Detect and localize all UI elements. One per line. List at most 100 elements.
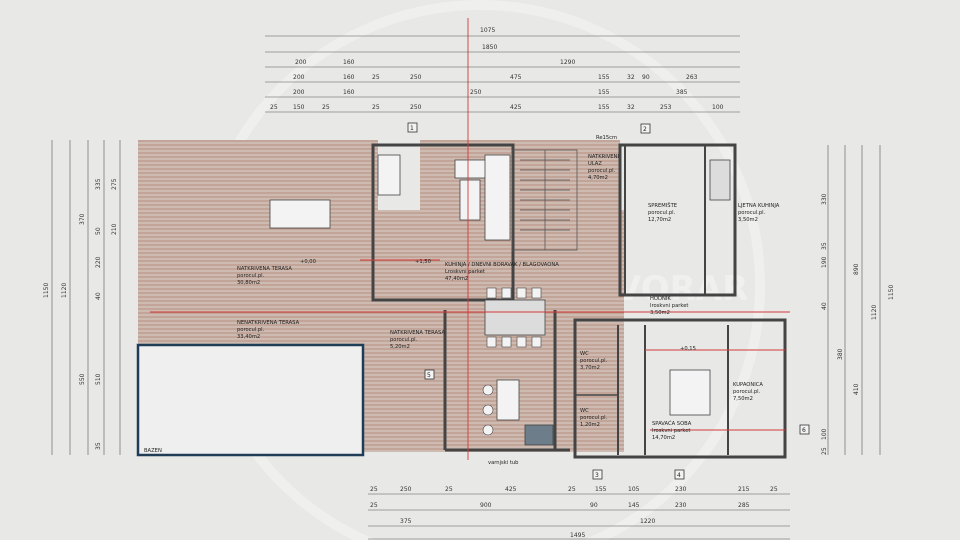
marker-3-box [592, 469, 603, 480]
dim-right-4: 1120 [871, 305, 878, 320]
kitchen-furniture [269, 154, 731, 446]
dim-right-6: 35 [821, 242, 828, 250]
top-dimension-lines [265, 35, 740, 113]
marker-2-box [640, 123, 651, 134]
dim-top-4a: 200 [293, 74, 305, 81]
terrace-covered-area: 30,80m2 [237, 280, 260, 286]
summer-kitchen-area: 3,50m2 [738, 217, 758, 223]
terrace-small-floor: porocul.pl. [390, 337, 418, 343]
kitchen-living-area: 47,40m2 [445, 276, 468, 282]
dim-top-6f: 425 [510, 104, 522, 111]
dim-bot-2c: 90 [590, 502, 598, 509]
marker-5-label: 5 [427, 372, 431, 379]
dim-right-9: 410 [853, 383, 860, 395]
marker-3-label: 3 [595, 472, 599, 479]
dim-left-2: 1120 [61, 283, 68, 298]
marker-1-box [407, 122, 418, 133]
dim-bot-2f: 285 [738, 502, 750, 509]
deck-hatch-north [420, 140, 620, 210]
section-markers [407, 122, 810, 480]
level-note-b: +1,50 [415, 259, 431, 265]
dim-bot-1c: 25 [445, 486, 453, 493]
wc2-area: 1,20m2 [580, 422, 600, 428]
entrance-area: 4,70m2 [588, 175, 608, 181]
dim-left-4: 335 [95, 178, 102, 190]
entry-note: varnjski tub [488, 460, 519, 466]
dim-top-4b: 160 [343, 74, 355, 81]
dim-top-4d: 250 [410, 74, 422, 81]
dim-left-3: 370 [79, 213, 86, 225]
entrance-name-1: NATKRIVENI [588, 154, 619, 160]
dim-left-5: 275 [111, 178, 118, 190]
marker-4-box [674, 469, 685, 480]
dim-left-7: 210 [111, 223, 118, 235]
red-reference-lines [150, 18, 790, 460]
dim-right-8: 380 [837, 348, 844, 360]
dim-bot-4a: 1495 [570, 532, 585, 539]
dim-right-10: 100 [821, 428, 828, 440]
dim-bot-1e: 25 [568, 486, 576, 493]
dim-top-1: 1075 [480, 27, 495, 34]
wc1-area: 3,70m2 [580, 365, 600, 371]
dim-bot-2d: 145 [628, 502, 640, 509]
terrace-covered-name: NATKRIVENA TERASA [237, 266, 292, 272]
dim-top-6a: 25 [270, 104, 278, 111]
dim-bot-2e: 230 [675, 502, 687, 509]
wc1-floor: porocul.pl. [580, 358, 608, 364]
dim-bot-1a: 25 [370, 486, 378, 493]
hall-area: 3,50m2 [650, 310, 670, 316]
entrance-floor: porocul.pl. [588, 168, 616, 174]
dim-bot-3b: 1220 [640, 518, 655, 525]
dim-top-5d: 155 [598, 89, 610, 96]
terrace-open-floor: porocul.pl. [237, 327, 265, 333]
hall-floor: lroskvni parket [650, 303, 688, 309]
roof-edge-note: Re15cm [596, 135, 617, 141]
dim-right-5: 190 [821, 256, 828, 268]
dim-top-4e: 475 [510, 74, 522, 81]
pool-label: BAZEN [144, 448, 162, 454]
dim-top-5c: 250 [470, 89, 482, 96]
pool-outline [136, 343, 365, 457]
dim-bot-3a: 375 [400, 518, 412, 525]
dim-left-9: 40 [95, 292, 102, 300]
dim-bot-1j: 25 [770, 486, 778, 493]
dim-left-6: 50 [95, 227, 102, 235]
bedroom-floor: lroskvni parket [652, 428, 690, 434]
dim-top-6c: 25 [322, 104, 330, 111]
marker-2-label: 2 [643, 126, 647, 133]
wc2-floor: porocul.pl. [580, 415, 608, 421]
dim-left-11: 550 [79, 373, 86, 385]
dim-bot-2b: 900 [480, 502, 492, 509]
dim-left-12: 35 [95, 442, 102, 450]
dim-top-6e: 250 [410, 104, 422, 111]
marker-6-label: 6 [802, 427, 806, 434]
dim-top-3a: 200 [295, 59, 307, 66]
marker-4-label: 4 [677, 472, 681, 479]
terrace-open-area: 33,40m2 [237, 334, 260, 340]
bathroom-area: 7,50m2 [733, 396, 753, 402]
dim-bot-1i: 215 [738, 486, 750, 493]
summer-kitchen-name: LJETNA KUHINJA [738, 203, 780, 209]
dim-top-4f: 155 [598, 74, 610, 81]
dim-top-6h: 32 [627, 104, 635, 111]
bedroom-area: 14,70m2 [652, 435, 675, 441]
dim-top-6b: 150 [293, 104, 305, 111]
room-labels: NATKRIVENA TERASA porocul.pl. 30,80m2 NE… [237, 154, 780, 441]
dim-left-8: 220 [95, 256, 102, 268]
dim-right-3: 1150 [888, 285, 895, 300]
level-note-c: +0,15 [680, 346, 696, 352]
dim-top-5e: 385 [676, 89, 688, 96]
dim-top-6g: 155 [598, 104, 610, 111]
watermark-text: VORAR [615, 269, 748, 309]
dim-top-4h: 90 [642, 74, 650, 81]
wc2-name: WC [580, 408, 589, 414]
staircase [511, 149, 578, 251]
marker-1-label: 1 [410, 125, 414, 132]
summer-kitchen-floor: porocul.pl. [738, 210, 766, 216]
kitchen-living-name: KUHINJA / DNEVNI BORAVAK / BLAGOVAONA [445, 262, 559, 268]
dim-right-2: 890 [853, 263, 860, 275]
dim-top-4i: 263 [686, 74, 698, 81]
dim-top-6j: 100 [712, 104, 724, 111]
dim-right-7: 40 [821, 302, 828, 310]
right-dimension-labels: 330 890 1150 1120 190 35 40 380 410 100 … [821, 193, 895, 455]
